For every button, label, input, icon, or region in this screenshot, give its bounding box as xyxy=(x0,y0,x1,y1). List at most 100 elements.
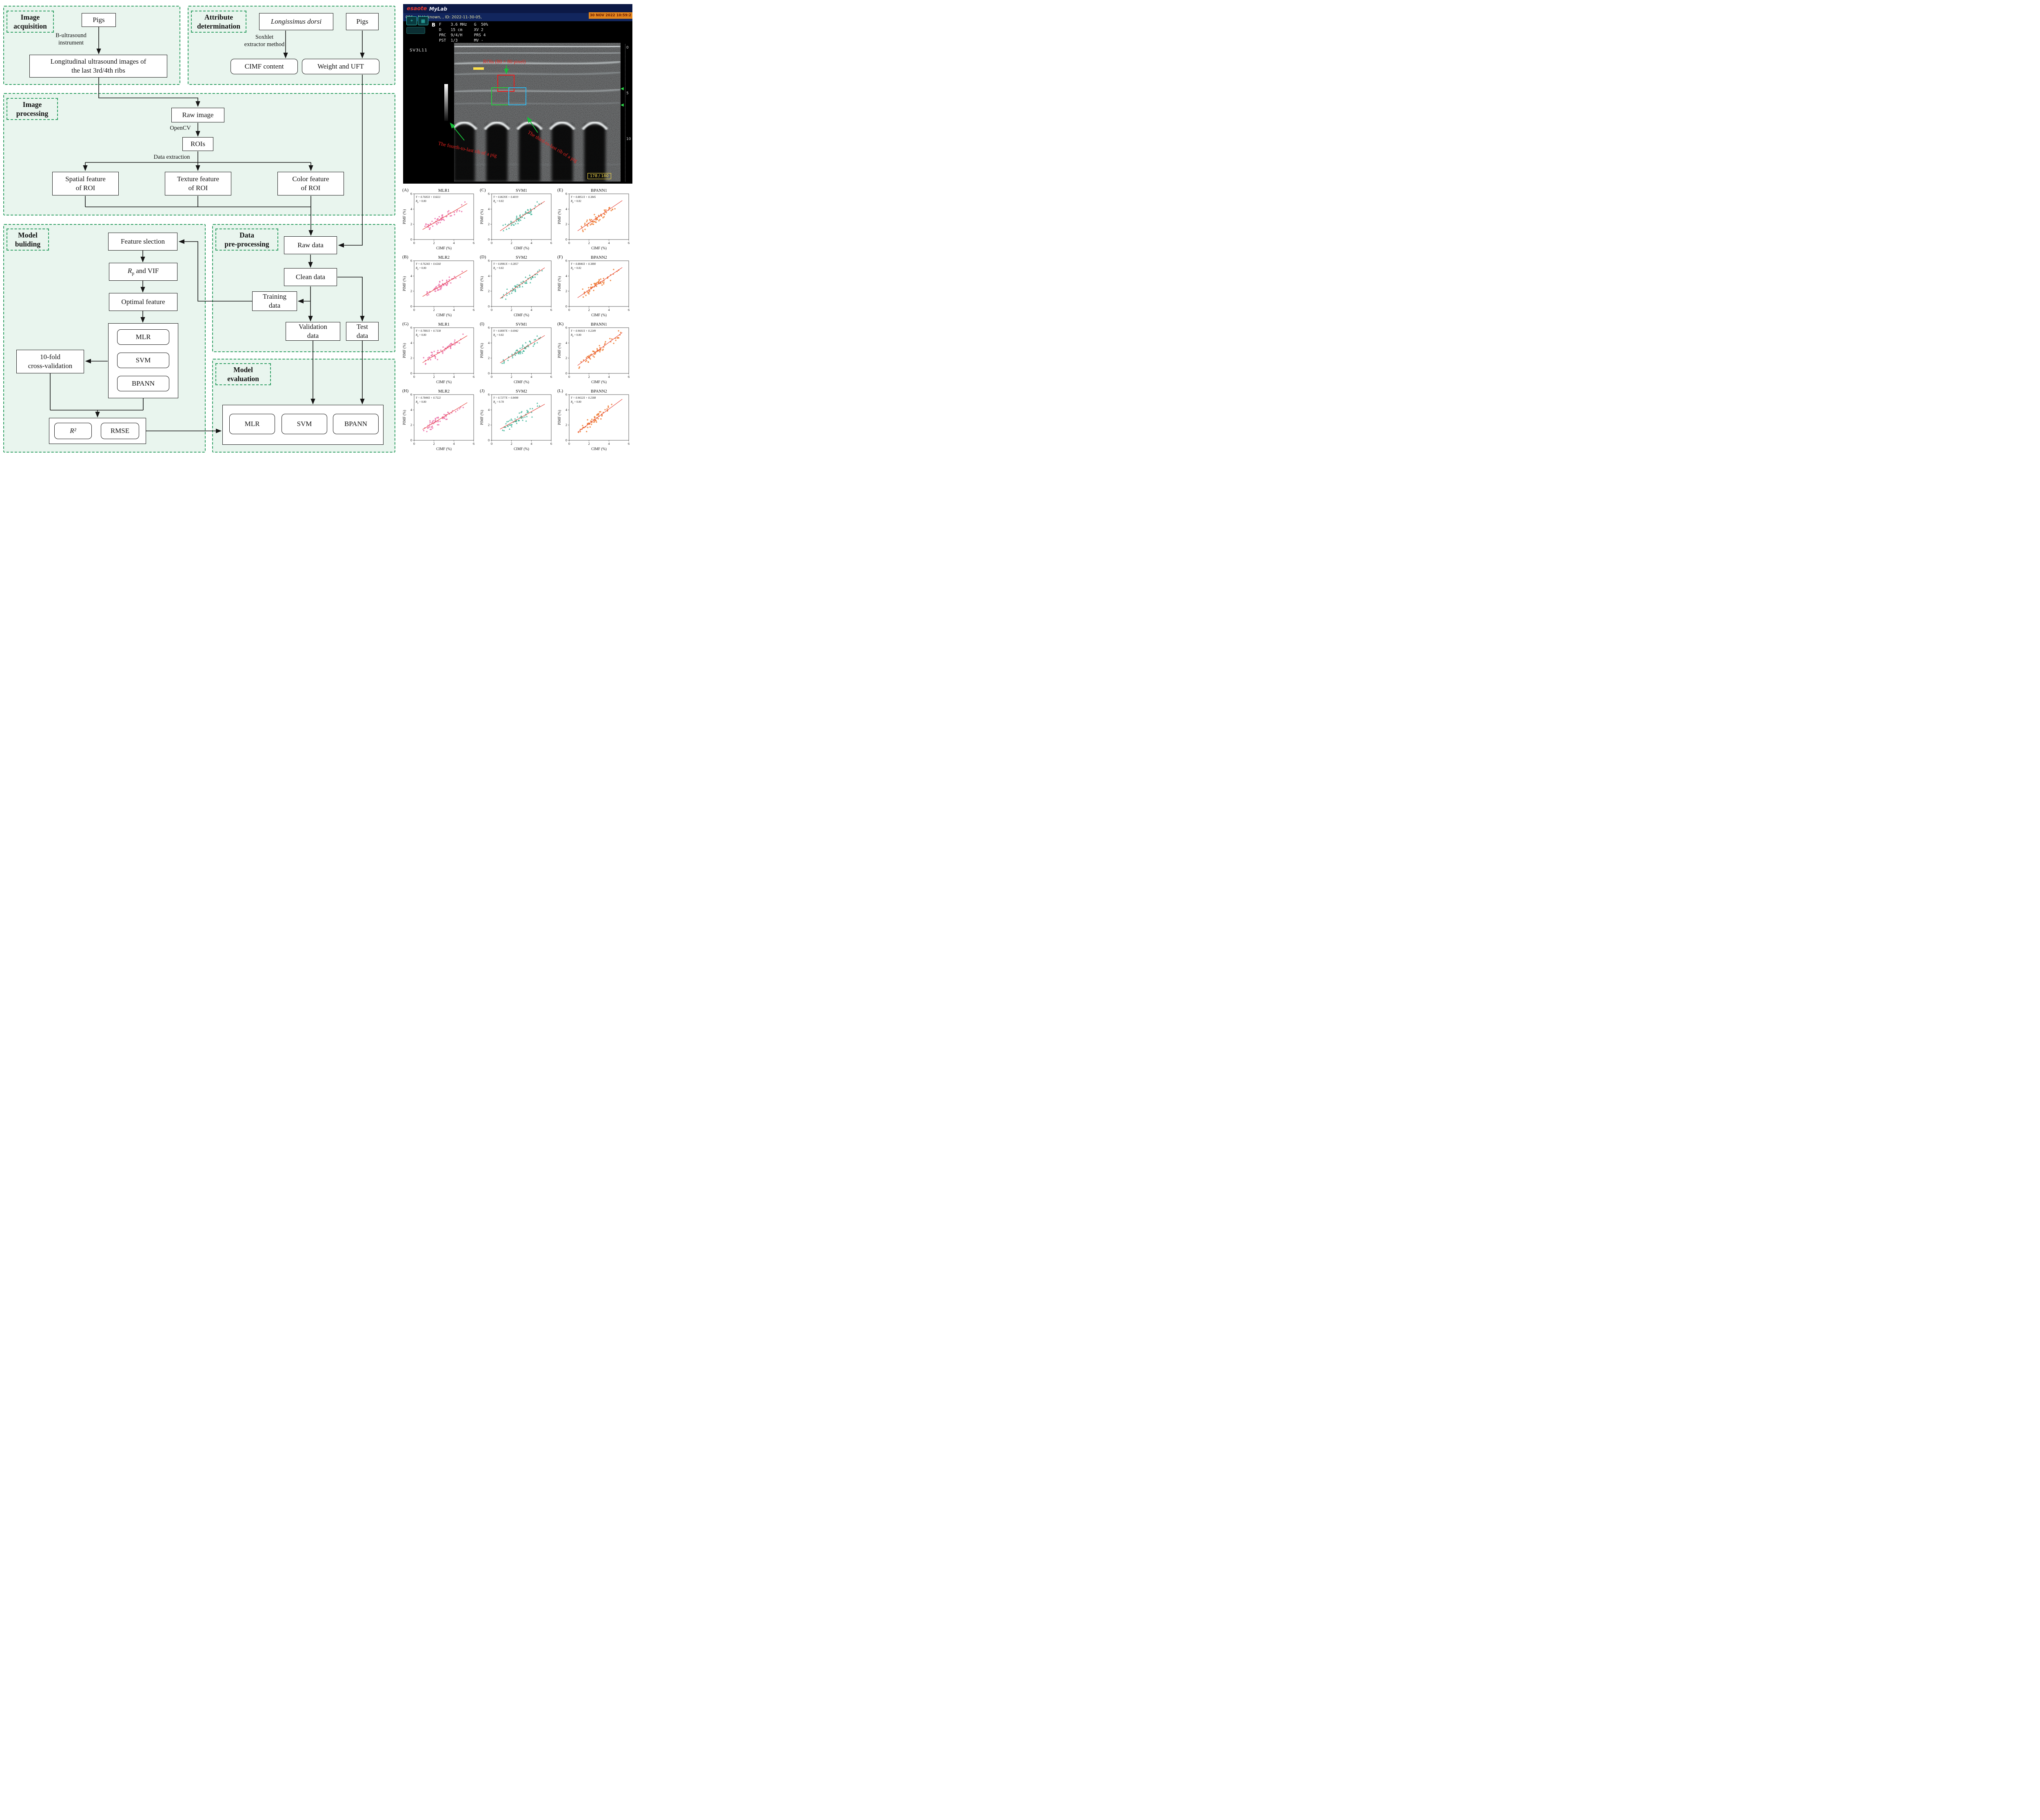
svg-text:0: 0 xyxy=(568,308,570,312)
depth-marker-icon: ◀ xyxy=(621,103,624,107)
svg-text:2: 2 xyxy=(588,442,590,446)
svg-text:2: 2 xyxy=(511,375,512,379)
node-texture-feature: Texture feature of ROI xyxy=(165,172,231,195)
svg-text:Rp = 0.82: Rp = 0.82 xyxy=(493,200,504,204)
svg-text:4: 4 xyxy=(410,274,412,278)
svg-text:6: 6 xyxy=(488,326,490,330)
node-svm: SVM xyxy=(117,353,169,368)
svg-text:2: 2 xyxy=(433,442,435,446)
svg-text:6: 6 xyxy=(628,241,630,245)
svg-text:CIMF (%): CIMF (%) xyxy=(514,380,529,384)
svg-text:4: 4 xyxy=(453,375,455,379)
roi-box-red xyxy=(497,75,514,92)
svg-text:Y = 0.7277X + 0.8498: Y = 0.7277X + 0.8498 xyxy=(493,397,519,400)
svg-text:CIMF (%): CIMF (%) xyxy=(436,447,452,451)
svg-text:2: 2 xyxy=(410,222,412,226)
node-test-data: Test data xyxy=(346,322,379,341)
svg-text:Y = 0.7605X + 0.6611: Y = 0.7605X + 0.6611 xyxy=(416,196,441,199)
node-raw-image: Raw image xyxy=(171,108,224,122)
node-validation-data: Validation data xyxy=(286,322,340,341)
node-r2: R² xyxy=(54,423,92,439)
svg-text:0: 0 xyxy=(491,375,492,379)
node-optimal-feature: Optimal feature xyxy=(109,293,177,311)
svg-text:CIMF (%): CIMF (%) xyxy=(436,380,452,384)
svg-text:2: 2 xyxy=(410,356,412,360)
svg-text:6: 6 xyxy=(410,326,412,330)
svg-text:0: 0 xyxy=(413,308,415,312)
node-feature-selection: Feature slection xyxy=(108,233,177,251)
title-model-building: Model buliding xyxy=(7,229,49,251)
svg-text:PIMF (%): PIMF (%) xyxy=(402,410,406,425)
node-tenfold-cv: 10-fold cross-validation xyxy=(16,350,84,373)
node-spatial-feature: Spatial feature of ROI xyxy=(52,172,119,195)
roi-box-blue xyxy=(508,87,526,105)
title-data-preprocessing: Data pre-processing xyxy=(215,229,278,251)
node-cimf-content: CIMF content xyxy=(231,59,298,74)
node-eval-bpann: BPANN xyxy=(333,414,379,434)
svg-text:(E): (E) xyxy=(557,188,563,193)
svg-text:0: 0 xyxy=(488,439,490,442)
svg-text:MLR1: MLR1 xyxy=(438,322,450,327)
svg-text:0: 0 xyxy=(410,372,412,375)
node-training-data: Training data xyxy=(252,291,297,311)
node-rmse: RMSE xyxy=(101,423,139,439)
svg-text:4: 4 xyxy=(565,341,567,345)
node-pigs-1: Pigs xyxy=(82,13,116,27)
svg-text:(L): (L) xyxy=(557,388,563,393)
svg-text:4: 4 xyxy=(410,207,412,211)
svg-text:0: 0 xyxy=(413,375,415,379)
svg-text:6: 6 xyxy=(488,259,490,263)
node-rp-vif: Rp and VIF xyxy=(109,263,177,281)
svg-text:2: 2 xyxy=(588,375,590,379)
svg-text:(I): (I) xyxy=(480,322,484,326)
node-weight-uft: Weight and UFT xyxy=(302,59,379,74)
svg-text:0: 0 xyxy=(488,372,490,375)
svg-text:0: 0 xyxy=(565,439,567,442)
svg-text:(B): (B) xyxy=(402,255,408,260)
preset-icon: ▦ xyxy=(418,16,428,25)
svg-text:4: 4 xyxy=(453,308,455,312)
svg-text:2: 2 xyxy=(588,241,590,245)
svg-text:PIMF (%): PIMF (%) xyxy=(557,276,561,291)
svg-text:2: 2 xyxy=(433,241,435,245)
svg-text:(F): (F) xyxy=(557,255,563,260)
frame-counter: 178 / 180 xyxy=(588,173,611,179)
svg-text:4: 4 xyxy=(608,375,610,379)
svg-text:0: 0 xyxy=(491,308,492,312)
svg-text:CIMF (%): CIMF (%) xyxy=(591,246,607,250)
svg-text:4: 4 xyxy=(488,274,490,278)
svg-text:0: 0 xyxy=(565,238,567,242)
svg-text:PIMF (%): PIMF (%) xyxy=(480,276,484,291)
svg-text:4: 4 xyxy=(530,442,532,446)
depth-label-0: 0 xyxy=(626,46,629,50)
svg-text:0: 0 xyxy=(568,375,570,379)
svg-text:Rp = 0.78: Rp = 0.78 xyxy=(493,401,504,404)
svg-text:2: 2 xyxy=(433,308,435,312)
svg-text:SVM1: SVM1 xyxy=(516,189,527,193)
svg-text:2: 2 xyxy=(488,356,490,360)
node-color-feature: Color feature of ROI xyxy=(277,172,344,195)
svg-text:Rp = 0.82: Rp = 0.82 xyxy=(570,200,581,204)
svg-text:Y = 0.9652X + 0.2388: Y = 0.9652X + 0.2388 xyxy=(571,397,596,400)
exam-label-chip xyxy=(406,27,425,34)
svg-text:CIMF (%): CIMF (%) xyxy=(514,313,529,317)
svg-text:Y = 0.7881X + 0.7338: Y = 0.7881X + 0.7338 xyxy=(416,330,441,333)
svg-text:Rp = 0.80: Rp = 0.80 xyxy=(570,334,581,337)
svg-text:Y = 0.7844X + 0.7522: Y = 0.7844X + 0.7522 xyxy=(416,397,441,400)
node-eval-mlr: MLR xyxy=(229,414,275,434)
svg-text:(H): (H) xyxy=(402,388,409,393)
svg-text:6: 6 xyxy=(410,192,412,196)
svg-text:6: 6 xyxy=(550,442,552,446)
svg-text:2: 2 xyxy=(488,289,490,293)
node-longissimus-dorsi: Longissimus dorsi xyxy=(259,13,333,30)
svg-text:Rp = 0.80: Rp = 0.80 xyxy=(415,267,426,271)
node-clean-data: Clean data xyxy=(284,268,337,286)
svg-text:2: 2 xyxy=(588,308,590,312)
